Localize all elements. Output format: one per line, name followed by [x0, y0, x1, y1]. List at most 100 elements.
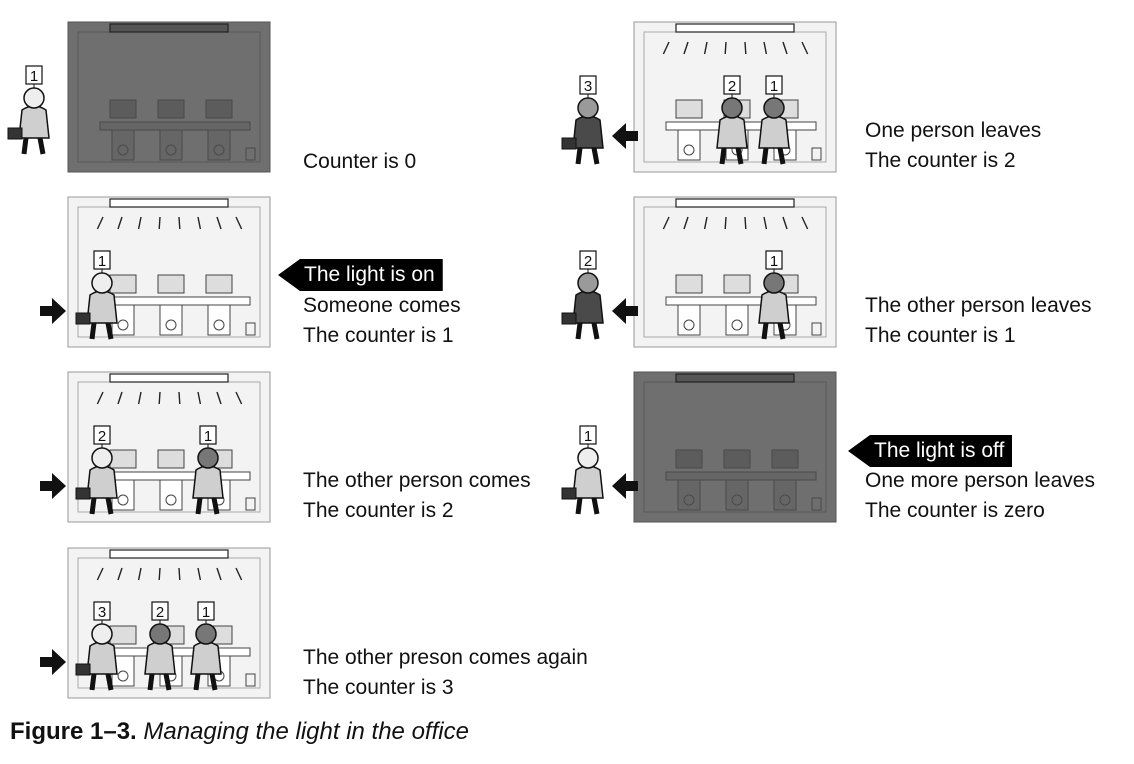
- chair-icon: [117, 144, 129, 156]
- light-ray: [197, 567, 202, 581]
- person-head: [577, 97, 599, 119]
- room-back-wall: [633, 21, 837, 173]
- panel-4-text: The other preson comes again The counter…: [303, 643, 588, 703]
- person-head: [91, 447, 113, 469]
- panel-2-line-2: The counter is 1: [303, 324, 454, 347]
- monitor-icon: [723, 449, 751, 469]
- person-head: [195, 623, 217, 645]
- light-ray: [235, 391, 243, 405]
- briefcase-icon: [75, 487, 91, 500]
- briefcase-icon: [561, 487, 577, 500]
- light-ray: [763, 41, 768, 55]
- figure-caption: Figure 1–3. Managing the light in the of…: [10, 718, 469, 746]
- chair-icon: [683, 494, 695, 506]
- person-body: [86, 641, 118, 675]
- light-ray: [235, 216, 243, 230]
- person-legs: [193, 673, 218, 691]
- monitor-icon: [157, 274, 185, 294]
- person-legs: [89, 673, 114, 691]
- desk-top: [99, 121, 251, 131]
- briefcase-icon: [75, 312, 91, 325]
- person-figure: 1: [758, 250, 790, 340]
- person-figure: 2: [144, 601, 176, 691]
- person-figure: 1: [75, 250, 118, 340]
- wastebasket-icon: [811, 497, 822, 511]
- light-ray: [96, 567, 104, 581]
- panel-5-text: One person leaves The counter is 2: [865, 116, 1041, 176]
- person-head: [721, 97, 743, 119]
- chair-icon: [213, 144, 225, 156]
- person-number: 1: [202, 604, 210, 621]
- light-ray: [158, 216, 161, 230]
- person-body: [572, 115, 604, 149]
- panel-4-line-1: The other preson comes again: [303, 646, 588, 669]
- person-legs: [575, 322, 600, 340]
- panel-7-text: One more person leaves The counter is ze…: [865, 466, 1095, 526]
- briefcase-icon: [7, 127, 23, 140]
- person-number-tag: 3: [579, 75, 597, 98]
- enter-arrow-icon: [40, 649, 66, 675]
- ceiling-lamp-icon: [109, 23, 229, 33]
- person-number: 2: [98, 428, 106, 445]
- panel-1-line-1: Counter is 0: [303, 150, 417, 173]
- exit-arrow-icon: [612, 123, 638, 149]
- person-head: [577, 272, 599, 294]
- light-ray: [117, 567, 123, 581]
- panel-7-line-1: One more person leaves: [865, 469, 1095, 492]
- room-panel-4: 3 2 1: [67, 547, 271, 699]
- panel-5-line-2: The counter is 2: [865, 149, 1016, 172]
- person-number: 2: [156, 604, 164, 621]
- person-number-tag: 2: [93, 425, 111, 448]
- light-ray: [782, 41, 788, 55]
- person-head: [763, 272, 785, 294]
- person-body: [86, 290, 118, 324]
- figure-label: Figure 1–3.: [10, 718, 137, 745]
- person-head: [149, 623, 171, 645]
- person-number-tag: 3: [93, 601, 111, 624]
- light-ray: [137, 391, 142, 405]
- person-body: [572, 465, 604, 499]
- person-legs: [21, 137, 46, 155]
- light-ray: [683, 41, 689, 55]
- person-body: [192, 465, 224, 499]
- figure-title: Managing the light in the office: [143, 718, 469, 745]
- monitor-icon: [109, 625, 137, 645]
- person-number: 2: [584, 253, 592, 270]
- light-ray: [137, 216, 142, 230]
- enter-arrow-icon: [40, 298, 66, 324]
- light-ray: [724, 41, 727, 55]
- light-ray: [662, 41, 670, 55]
- person-number-tag: 2: [151, 601, 169, 624]
- light-ray: [158, 391, 161, 405]
- monitor-icon: [771, 449, 799, 469]
- light-ray: [782, 216, 788, 230]
- monitor-icon: [723, 274, 751, 294]
- light-ray: [178, 391, 181, 405]
- light-ray: [763, 216, 768, 230]
- ceiling-lamp-icon: [675, 373, 795, 383]
- chair-icon: [213, 319, 225, 331]
- person-legs: [195, 497, 220, 515]
- person-number: 1: [204, 428, 212, 445]
- monitor-icon: [157, 449, 185, 469]
- person-number: 1: [770, 78, 778, 95]
- panel-3-line-1: The other person comes: [303, 469, 531, 492]
- chair-icon: [117, 319, 129, 331]
- room-panel-6: 1: [633, 196, 837, 348]
- light-ray: [703, 41, 708, 55]
- light-ray: [96, 391, 104, 405]
- person-legs: [89, 322, 114, 340]
- desk-top: [665, 471, 817, 481]
- light-on-banner: The light is on: [278, 259, 443, 291]
- light-ray: [158, 567, 161, 581]
- person-head: [23, 87, 45, 109]
- person-legs: [575, 147, 600, 165]
- panel-6-line-2: The counter is 1: [865, 324, 1016, 347]
- light-ray: [216, 216, 222, 230]
- person-body: [758, 115, 790, 149]
- person-body: [86, 465, 118, 499]
- person-legs: [89, 497, 114, 515]
- light-ray: [96, 216, 104, 230]
- chair-icon: [683, 319, 695, 331]
